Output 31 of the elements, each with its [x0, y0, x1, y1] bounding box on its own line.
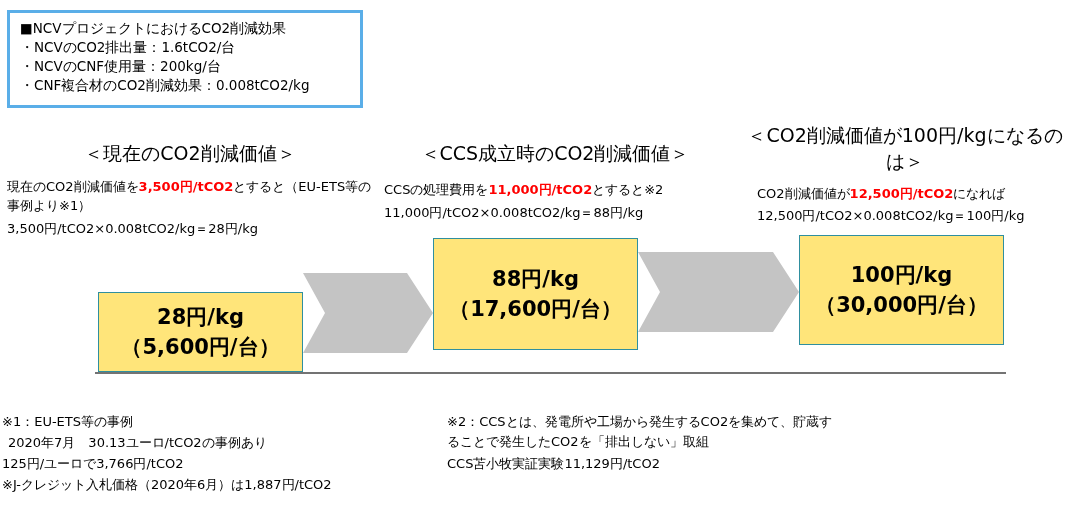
column-heading: ＜CO2削減価値が100円/kgになるのは＞ — [746, 123, 1064, 174]
column-heading: ＜現在のCO2削減価値＞ — [83, 141, 297, 166]
info-panel — [7, 10, 363, 108]
footnote-text: 125円/ユーロで3,766円/tCO2 — [2, 455, 185, 473]
column-heading: ＜CCS成立時のCO2削減価値＞ — [419, 141, 691, 166]
value-box — [98, 292, 303, 372]
formula-text: 11,000円/tCO2×0.008tCO2/kg＝88円/kg — [384, 204, 645, 222]
value-text: 88円/kg — [492, 266, 579, 293]
value-text: （30,000円/台） — [815, 292, 988, 319]
formula-text: 12,500円/tCO2×0.008tCO2/kg＝100円/kg — [757, 207, 1026, 225]
footnote-text: 2020年7月 30.13ユーロ/tCO2の事例あり — [8, 434, 268, 452]
block-arrow — [303, 273, 433, 353]
value-text: 100円/kg — [850, 262, 953, 289]
value-box — [433, 238, 638, 350]
footnote-text: ※1：EU-ETS等の事例 — [2, 413, 134, 431]
value-text: （17,600円/台） — [449, 296, 622, 323]
formula-text: 3,500円/tCO2×0.008tCO2/kg＝28円/kg — [7, 220, 259, 238]
explanation-text: CCSの処理費用を11,000円/tCO2とすると※2 — [384, 181, 665, 199]
bullet-item: ・NCVのCNF使用量：200kg/台 — [20, 57, 222, 76]
value-text: 28円/kg — [157, 304, 244, 331]
block-arrow — [638, 252, 799, 332]
value-box — [799, 235, 1004, 345]
footnote-text: ※J-クレジット入札価格（2020年6月）は1,887円/tCO2 — [2, 476, 333, 494]
bullet-item: ・CNF複合材のCO2削減効果：0.008tCO2/kg — [20, 76, 311, 95]
value-text: （5,600円/台） — [121, 334, 280, 361]
footnote-text: ※2：CCSとは、発電所や工場から発生するCO2を集めて、貯蔵することで発生したCO2を「排出しない」取組 — [447, 413, 834, 451]
explanation-text: CO2削減価値が12,500円/tCO2になれば — [757, 185, 1007, 203]
bullet-item: ・NCVのCO2排出量：1.6tCO2/台 — [20, 38, 237, 57]
footnote-text: CCS苫小牧実証実験11,129円/tCO2 — [447, 455, 661, 473]
panel-heading: ■NCVプロジェクトにおけるCO2削減効果 — [20, 19, 288, 38]
explanation-text: 現在のCO2削減価値を3,500円/tCO2とすると（EU-ETS等の事例より※1） — [7, 178, 373, 215]
